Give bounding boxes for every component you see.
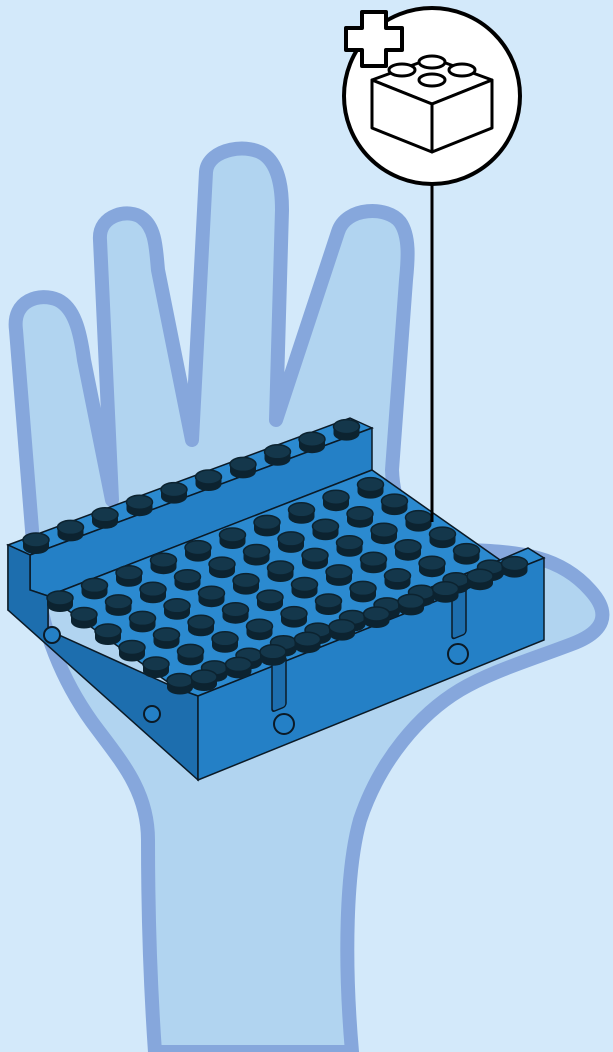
stud-floor-2-10 [382, 494, 408, 515]
stud-floor-4-9 [395, 540, 421, 561]
stud-floor-4-8 [361, 552, 387, 573]
stud-front-3 [260, 645, 286, 666]
stud-floor-3-8 [337, 536, 363, 557]
stud-floor-5-4 [247, 619, 273, 640]
stud-floor-2-8 [313, 519, 339, 540]
pin-hole-4 [144, 706, 160, 722]
stud-floor-4-7 [326, 565, 352, 586]
stud-front-1 [191, 670, 217, 691]
stud-front-7 [398, 594, 424, 615]
stud-floor-3-2 [130, 611, 156, 632]
stud-floor-4-4 [223, 603, 249, 624]
stud-back-7 [230, 457, 256, 478]
stud-floor-3-5 [233, 574, 259, 595]
stud-floor-5-2 [178, 644, 204, 665]
stud-floor-1-8 [289, 503, 315, 524]
stud-floor-3-1 [95, 624, 121, 645]
stud-floor-2-7 [278, 532, 304, 553]
stud-floor-5-1 [143, 657, 169, 678]
stud-floor-5-7 [350, 581, 376, 602]
stud-floor-1-10 [358, 478, 384, 499]
stud-floor-3-10 [406, 511, 432, 532]
stud-floor-3-3 [164, 599, 190, 620]
stud-back-2 [58, 520, 84, 541]
stud-floor-5-10 [454, 544, 480, 565]
stud-floor-4-6 [292, 578, 318, 599]
stud-back-6 [196, 470, 222, 491]
stud-front-4 [295, 632, 321, 653]
stud-floor-2-4 [175, 570, 201, 591]
stud-front-8 [433, 582, 459, 603]
stud-floor-3-7 [302, 548, 328, 569]
stud-floor-5-3 [212, 632, 238, 653]
stud-front-5 [329, 620, 355, 641]
stud-floor-3-6 [268, 561, 294, 582]
stud-front-9 [467, 569, 493, 590]
stud-front-10 [502, 557, 528, 578]
stud-floor-1-4 [151, 553, 177, 574]
stud-front-2 [226, 657, 252, 678]
stud-floor-1-1 [47, 591, 73, 612]
stud-floor-5-5 [281, 607, 307, 628]
stud-back-10 [334, 420, 360, 441]
stud-floor-1-9 [323, 490, 349, 511]
stud-floor-3-9 [371, 523, 397, 544]
stud-back-1 [23, 533, 49, 554]
stud-floor-1-5 [185, 541, 211, 562]
stud-floor-4-10 [430, 527, 456, 548]
stud-floor-1-2 [82, 578, 108, 599]
stud-floor-5-8 [385, 569, 411, 590]
stud-floor-1-3 [116, 566, 142, 587]
stud-floor-4-5 [257, 590, 283, 611]
stud-floor-1-7 [254, 515, 280, 536]
stud-floor-2-2 [106, 595, 132, 616]
pin-hole-2 [448, 644, 468, 664]
pin-hole-3 [44, 627, 60, 643]
stud-floor-2-6 [244, 545, 270, 566]
stud-back-4 [127, 495, 153, 516]
pin-hole-1 [274, 714, 294, 734]
stud-floor-2-1 [71, 608, 97, 629]
stud-floor-6-1 [167, 674, 193, 695]
stud-floor-2-5 [209, 557, 235, 578]
stud-floor-4-3 [188, 615, 214, 636]
stud-back-8 [265, 445, 291, 466]
stud-floor-3-4 [199, 586, 225, 607]
stud-floor-1-6 [220, 528, 246, 549]
stud-floor-2-3 [140, 582, 166, 603]
stud-floor-2-9 [347, 507, 373, 528]
stud-floor-4-2 [154, 628, 180, 649]
stud-floor-4-1 [119, 641, 145, 662]
stud-floor-5-6 [316, 594, 342, 615]
stud-floor-5-9 [419, 556, 445, 577]
stud-back-9 [299, 432, 325, 453]
stud-front-6 [364, 607, 390, 628]
stud-back-5 [161, 483, 187, 504]
stud-back-3 [92, 508, 118, 529]
